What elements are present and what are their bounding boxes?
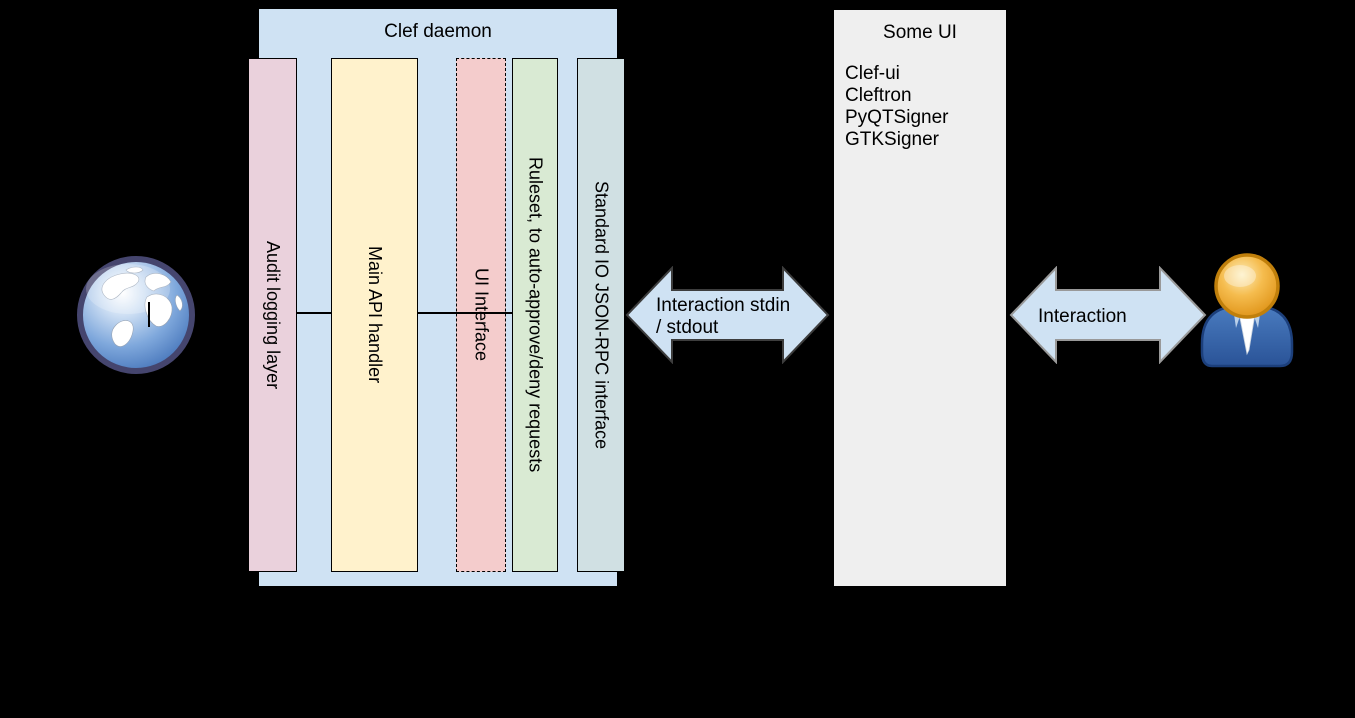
arrow-stdio-interaction xyxy=(625,266,830,364)
arrow-stdio-label-line1: Interaction stdin xyxy=(656,295,791,316)
cursor-caret-mark xyxy=(148,302,150,327)
some-ui-title: Some UI xyxy=(883,22,957,43)
bar-ruleset: Ruleset, to auto-approve/deny requests xyxy=(512,58,558,572)
arrow-stdio-label: Interaction stdin / stdout xyxy=(656,295,790,339)
arrow-user-interaction xyxy=(1009,266,1207,364)
bar-ui-interface: UI Interface xyxy=(456,58,506,572)
connector-line-audit-to-api xyxy=(297,312,331,314)
bar-label: Main API handler xyxy=(365,246,385,384)
globe-icon xyxy=(77,256,195,374)
some-ui-list: Clef-ui Cleftron PyQTSigner GTKSigner xyxy=(845,63,948,151)
bar-main-api-handler: Main API handler xyxy=(331,58,418,572)
list-item-gtksigner: GTKSigner xyxy=(845,129,939,150)
clef-daemon-title: Clef daemon xyxy=(384,21,492,42)
bar-label: Standard IO JSON-RPC interface xyxy=(591,180,612,450)
list-item-pyqtsigner: PyQTSigner xyxy=(845,107,949,128)
bar-label: UI Interface xyxy=(471,268,492,362)
clef-daemon-box: Clef daemon xyxy=(258,8,618,587)
bar-standard-io-jsonrpc: Standard IO JSON-RPC interface xyxy=(577,58,625,572)
list-item-cleftron: Cleftron xyxy=(845,85,912,106)
bar-audit-logging-layer: Audit logging layer xyxy=(248,58,297,572)
arrow-stdio-label-line2: / stdout xyxy=(656,317,719,338)
connector-line-api-to-ruleset xyxy=(418,312,512,314)
arrow-user-label: Interaction xyxy=(1038,306,1127,327)
some-ui-box: Some UI Clef-ui Cleftron PyQTSigner GTKS… xyxy=(833,9,1007,587)
user-icon xyxy=(1200,253,1294,368)
bar-label: Ruleset, to auto-approve/deny requests xyxy=(525,157,546,473)
list-item-clef-ui: Clef-ui xyxy=(845,63,900,84)
bar-label: Audit logging layer xyxy=(263,240,283,390)
